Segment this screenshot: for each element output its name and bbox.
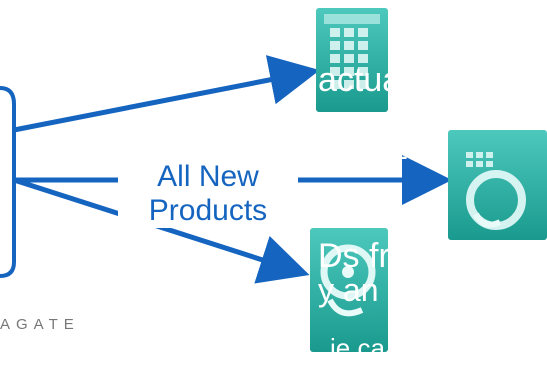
arrow-to-top [13,55,320,133]
source-box [0,86,16,278]
all-new-products-label: All New Products [118,160,298,228]
brand-logo-text: AGATE [0,316,80,333]
diagram-canvas [0,8,547,352]
hard-drive-icon-middle [448,130,547,240]
hard-drive-icon-bottom [310,228,388,352]
label-line-2: Products [148,194,268,227]
label-line-1: All New [157,160,259,193]
calculator-icon [316,8,388,112]
